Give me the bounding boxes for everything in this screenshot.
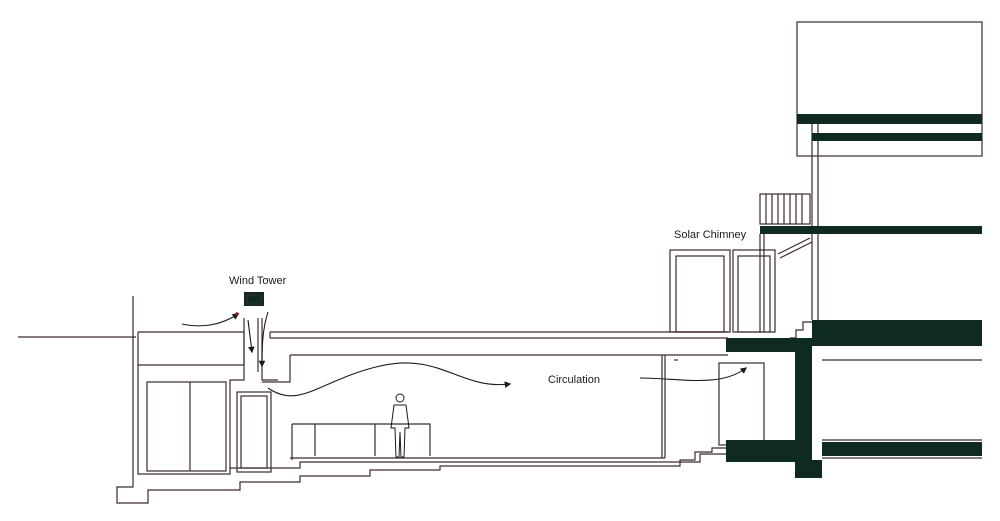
- solar-chimney-label: Solar Chimney: [674, 229, 747, 241]
- slab-lower: [726, 440, 796, 462]
- storage-cabinet: [146, 381, 227, 472]
- solar-chimney-frame-left: [669, 249, 731, 333]
- roof-slab: [269, 331, 728, 339]
- ceiling-line: [262, 354, 728, 383]
- kitchen-counter: [291, 423, 431, 460]
- partition-wall: [661, 355, 666, 458]
- balcony-railing: [759, 193, 811, 225]
- canopy: [777, 237, 813, 259]
- wind-tower-label: Wind Tower: [229, 275, 287, 287]
- wind-tower-shaft: [229, 318, 278, 470]
- airflow-arrow-exit: [639, 367, 748, 381]
- interior-door: [236, 391, 272, 473]
- airflow-arrow-in: [181, 313, 240, 327]
- foundation-outline: [116, 337, 728, 504]
- planter-box: [137, 332, 245, 366]
- upper-floor-box: [796, 21, 983, 157]
- right-room-door: [718, 362, 765, 446]
- person-figure: [390, 393, 410, 458]
- airflow-arrow-main: [267, 362, 512, 397]
- slab-bottom: [822, 442, 982, 456]
- entry-steps: [790, 321, 812, 339]
- slab-balcony: [760, 226, 982, 234]
- slab-upper: [812, 133, 982, 141]
- airflow-arrow-down-right: [258, 311, 269, 368]
- slab-main: [812, 320, 982, 346]
- solar-chimney-frame-right: [732, 249, 776, 333]
- slab-top: [797, 114, 982, 124]
- airflow-arrow-down-left: [247, 319, 255, 354]
- circulation-label: Circulation: [548, 374, 600, 386]
- retaining-structure: [726, 338, 822, 478]
- inner-foundation: [137, 365, 728, 475]
